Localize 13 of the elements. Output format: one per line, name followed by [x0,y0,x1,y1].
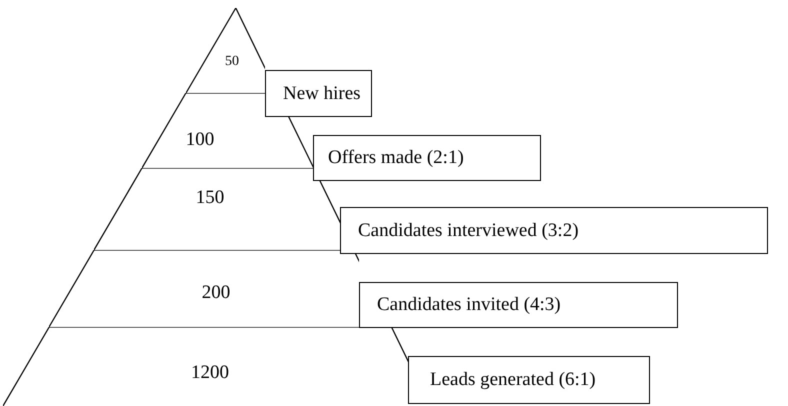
tier-value: 1200 [191,362,229,384]
stage-label-box: Leads generated (6:1) [408,356,650,404]
stage-label-box: Candidates interviewed (3:2) [340,207,768,254]
tier-value: 200 [202,282,230,304]
stage-label-box: Offers made (2:1) [313,135,541,181]
pyramid-tier [186,8,265,93]
tier-value: 150 [196,187,224,209]
pyramid-tier [94,168,340,250]
stage-label-box: New hires [265,70,372,117]
tier-value: 50 [224,54,239,70]
tier-value: 100 [186,129,214,151]
pyramid-tier [3,327,408,406]
stage-label-box: Candidates invited (4:3) [359,282,678,328]
